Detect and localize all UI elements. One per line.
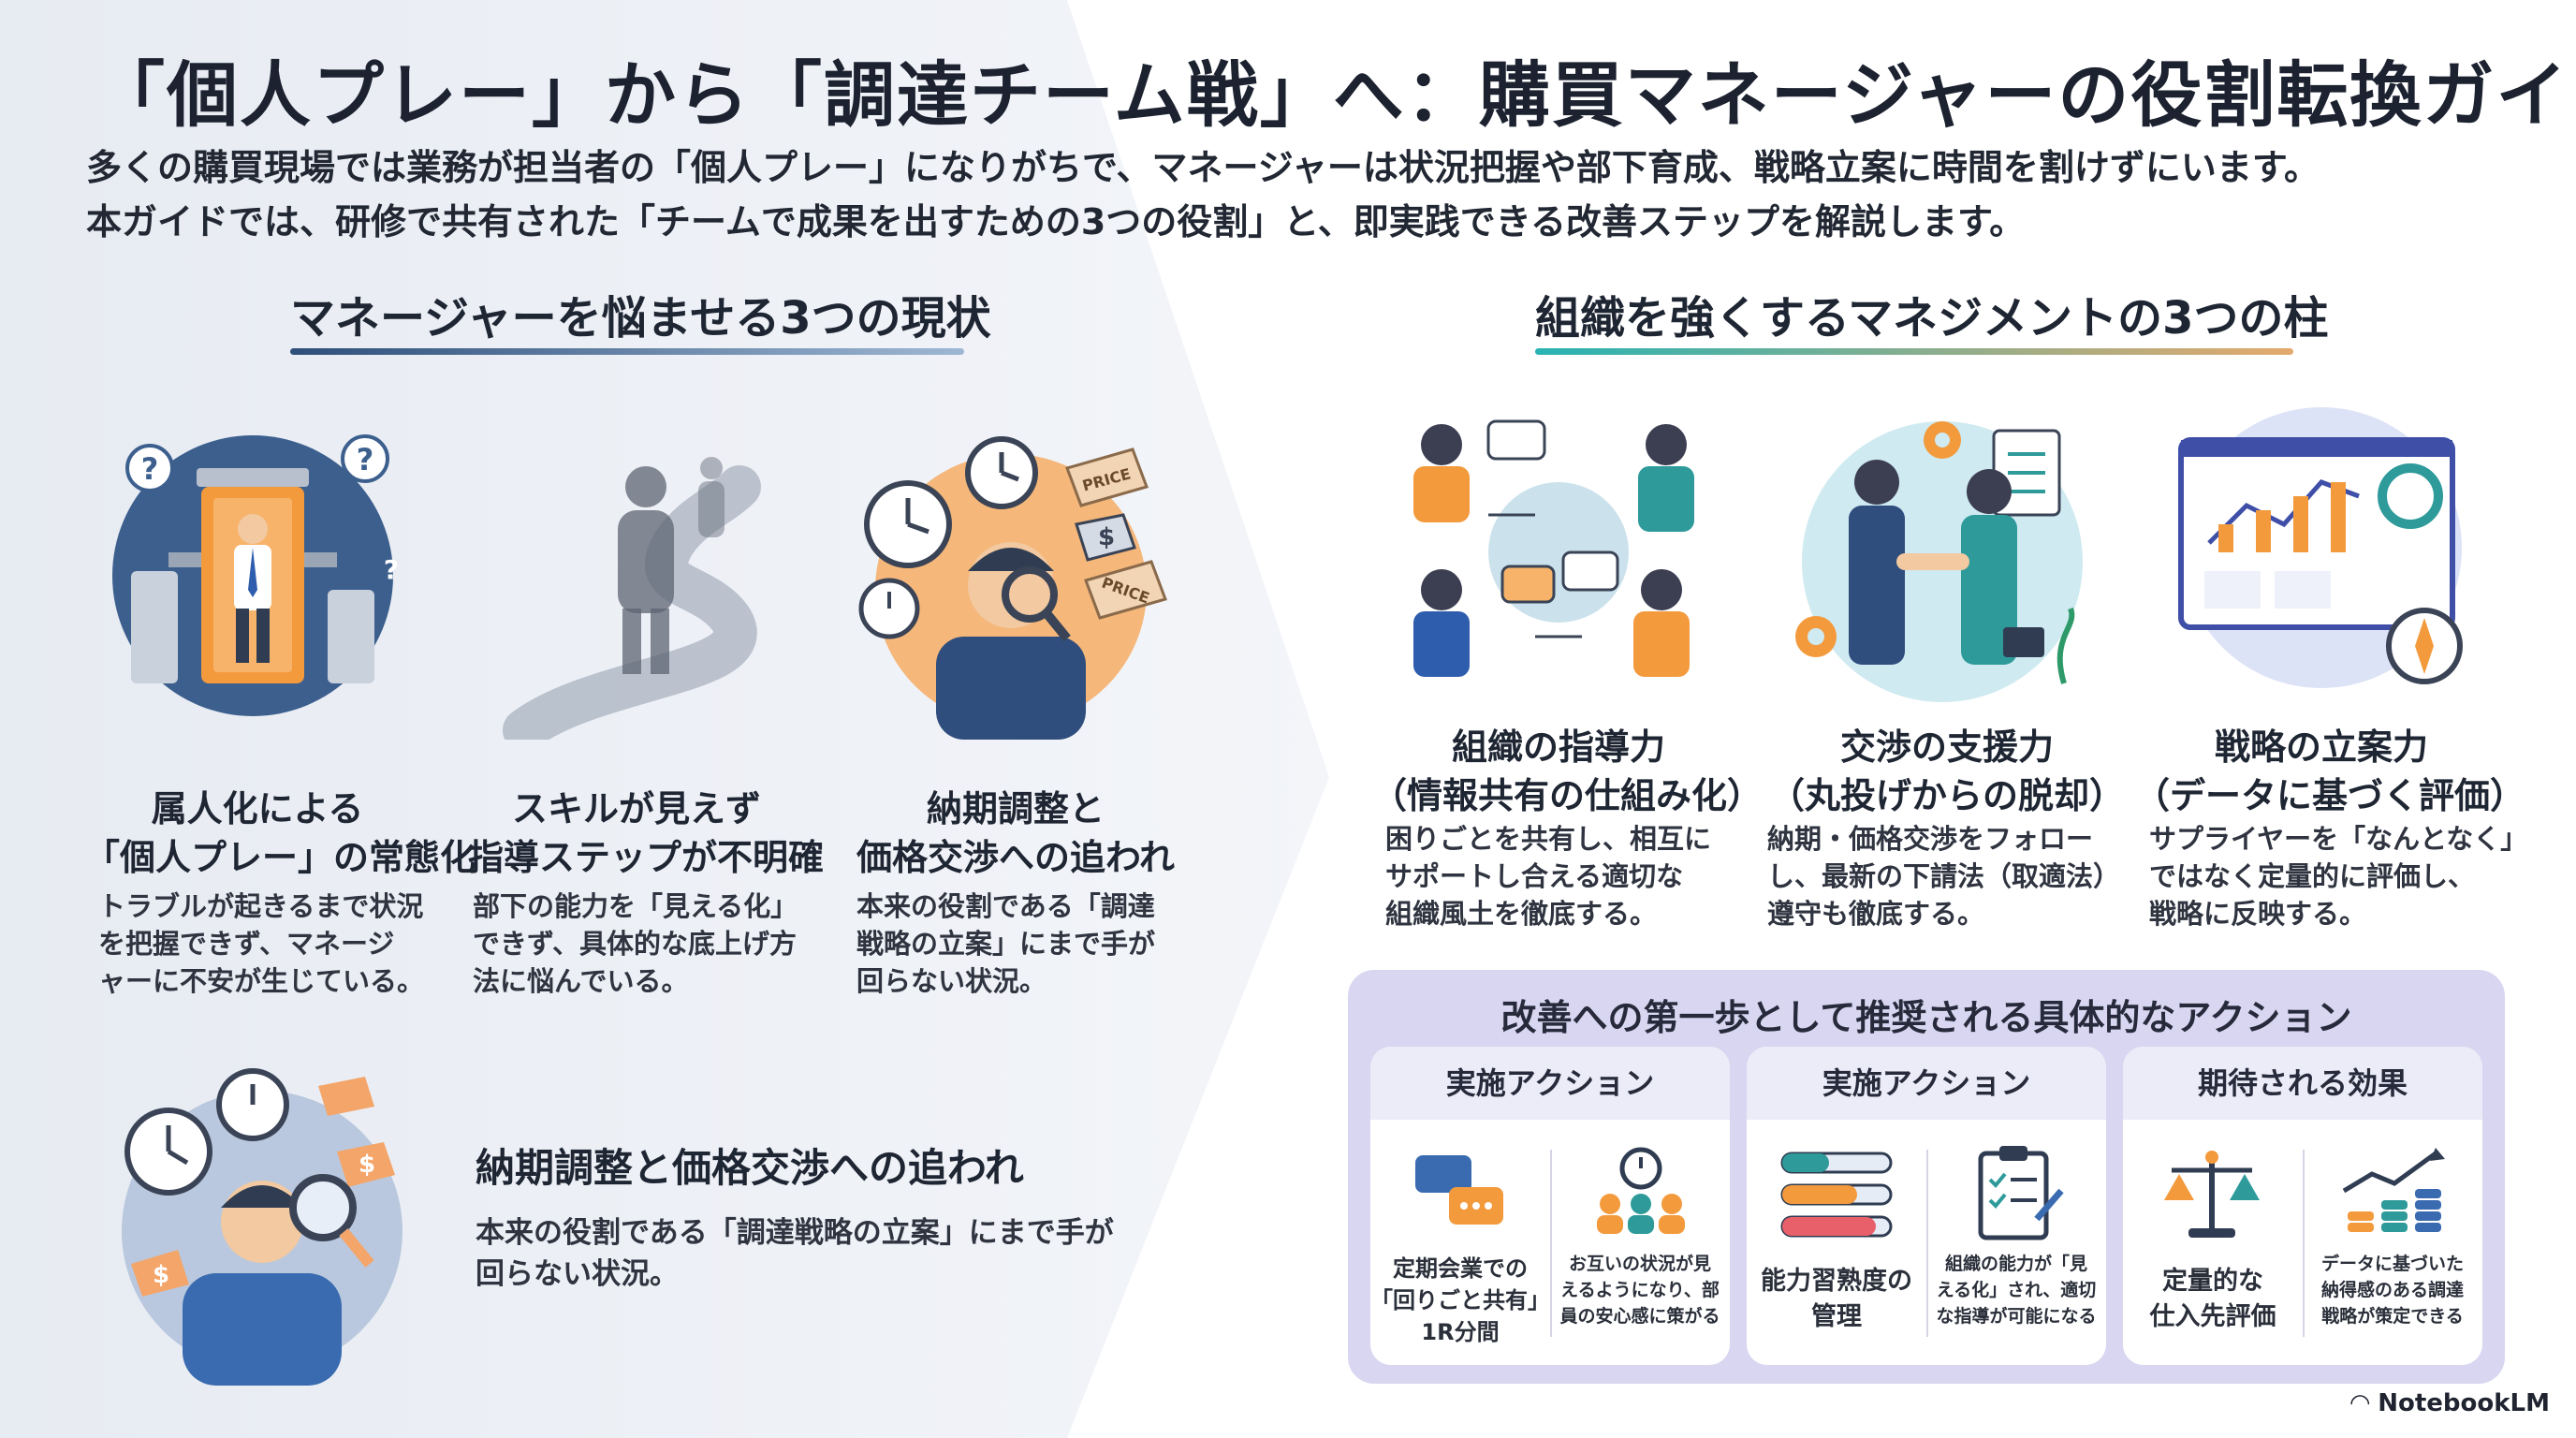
chat-bubble-icon — [1561, 550, 1619, 592]
person-icon — [1638, 424, 1694, 532]
problem-2-body: 部下の能力を「見える化」 できず、具体的な底上げ方 法に悩んでいる。 — [473, 890, 798, 997]
svg-text:$: $ — [1098, 523, 1115, 551]
action-card-3-right-text: データに基づいた 納得感のある調達 戦略が策定できる — [2320, 1254, 2464, 1327]
intro-line-1: 多くの購買現場では業務が担当者の「個人プレー」になりがちで、マネージャーは状況把… — [86, 147, 2320, 188]
intro-text: 多くの購買現場では業務が担当者の「個人プレー」になりがちで、マネージャーは状況把… — [86, 140, 2539, 249]
pillar-2-title: 交渉の支援力 （丸投げからの脱却） — [1768, 726, 2125, 816]
skill-level-bars-icon — [1780, 1152, 1893, 1238]
dollar-tag-icon: $ — [337, 1142, 395, 1187]
clock-icon — [858, 578, 920, 639]
action-card-2-left: 能力習熟度の 管理 — [1747, 1131, 1926, 1356]
action-card-2-right: 組織の能力が「見 える化」され、適切 な指導が可能になる — [1926, 1131, 2106, 1356]
pillar-3-title: 戦略の立案力 （データに基づく評価） — [2134, 726, 2526, 816]
action-card-1-right-text: お互いの状況が見 えるようになり、部 員の安心感に策がる — [1559, 1254, 1720, 1327]
notebooklm-logo: ◠ NotebookLM — [2350, 1389, 2550, 1417]
problems-title-underline — [290, 348, 964, 355]
deadline-pressure-illustration: $ $ — [122, 1068, 402, 1386]
chat-bubbles-icon — [1415, 1155, 1503, 1225]
price-tag-icon: PRICE — [1065, 448, 1149, 507]
action-card-1-head: 実施アクション — [1370, 1047, 1730, 1120]
action-card-3-divider — [2303, 1150, 2305, 1337]
action-card-2-left-text: 能力習熟度の 管理 — [1761, 1267, 1912, 1331]
svg-text:?: ? — [357, 442, 374, 477]
data-dashboard-illustration — [2178, 407, 2463, 688]
action-panel-title: 改善への第一歩として推奨される具体的なアクション — [1500, 997, 2352, 1038]
problem-1-title: 属人化による 「個人プレー」の常態化 — [84, 788, 476, 878]
pillar-1-body: 困りごとを共有し、相互に サポートし合える適切な 組織風土を徹底する。 — [1385, 823, 1712, 930]
isolated-worker-illustration: ? ? ? — [112, 434, 399, 716]
compass-icon — [2386, 608, 2463, 684]
notebooklm-logo-icon: ◠ — [2350, 1389, 2378, 1417]
question-mark-icon — [341, 434, 389, 483]
price-tag-icon: PRICE — [1084, 560, 1167, 620]
person-icon — [1961, 469, 2017, 665]
svg-text:?: ? — [384, 554, 399, 585]
action-card-1-left: 定期会業での 「回りごと共有」 1R分間 — [1370, 1131, 1550, 1356]
chat-bubble-icon — [1500, 565, 1556, 604]
person-icon — [1633, 569, 1690, 677]
magnifier-icon — [289, 1174, 357, 1241]
svg-text:?: ? — [141, 451, 159, 487]
problem-2-title: スキルが見えず 指導ステップが不明確 — [468, 788, 825, 878]
clock-icon — [864, 480, 952, 568]
action-card-1: 実施アクション 定期会業での 「回りごと共有」 1R分間 — [1370, 1047, 1730, 1365]
action-card-3-head: 期待される効果 — [2123, 1047, 2482, 1120]
pillar-3-body: サプライヤーを「なんとなく」 ではなく定量的に評価し、 戦略に反映する。 — [2149, 823, 2528, 930]
svg-text:$: $ — [153, 1261, 169, 1289]
action-card-3-right: データに基づいた 納得感のある調達 戦略が策定できる — [2303, 1131, 2482, 1356]
pillars-section-title: 組織を強くするマネジメントの3つの柱 — [1535, 292, 2329, 345]
problems-section-title: マネージャーを悩ませる3つの現状 — [290, 292, 991, 345]
svg-text:$: $ — [359, 1151, 375, 1179]
featured-problem-title: 納期調整と価格交渉への追われ — [476, 1145, 1024, 1191]
team-clock-icon — [1597, 1147, 1685, 1234]
clock-icon — [216, 1068, 289, 1141]
negotiation-support-illustration — [1795, 421, 2083, 702]
clock-icon — [965, 436, 1038, 509]
gear-icon — [1924, 421, 1961, 459]
gear-icon — [1795, 616, 1837, 657]
featured-problem-body: 本来の役割である「調達戦略の立案」にまで手が 回らない状況。 — [476, 1216, 1114, 1291]
dollar-tag-icon: $ — [1075, 513, 1136, 562]
action-card-3-left: 定量的な 仕入先評価 — [2123, 1131, 2303, 1356]
person-icon — [1413, 569, 1470, 677]
action-card-3: 期待される効果 定量的な 仕入先評価 — [2123, 1047, 2482, 1365]
problem-3-body: 本来の役割である「調達 戦略の立案」にまで手が 回らない状況。 — [856, 890, 1156, 997]
person-icon — [1413, 424, 1470, 522]
stressed-manager-illustration: PRICE PRICE $ — [858, 436, 1167, 740]
action-card-1-left-text: 定期会業での 「回りごと共有」 1R分間 — [1370, 1255, 1550, 1345]
action-card-2-divider — [1926, 1150, 1928, 1337]
person-icon — [1849, 460, 1905, 665]
dollar-tag-icon: $ — [131, 1250, 189, 1297]
chat-bubble-icon — [1486, 419, 1546, 461]
clock-icon — [124, 1108, 212, 1196]
action-card-1-right: お互いの状況が見 えるようになり、部 員の安心感に策がる — [1550, 1131, 1730, 1356]
intro-line-2: 本ガイドでは、研修で共有された「チームで成果を出すための3つの役割」と、即実践で… — [86, 201, 2026, 242]
price-tag-icon — [318, 1077, 374, 1116]
action-card-3-left-text: 定量的な 仕入先評価 — [2149, 1267, 2276, 1331]
growth-coins-icon — [2342, 1148, 2445, 1232]
pillars-title-underline — [1535, 348, 2293, 355]
pillar-2-body: 納期・価格交渉をフォロー し、最新の下請法（取適法） 遵守も徹底する。 — [1767, 823, 2121, 930]
problem-1-body: トラブルが起きるまで状況 を把握できず、マネージ ャーに不安が生じている。 — [98, 890, 425, 997]
balance-scale-icon — [2164, 1151, 2260, 1238]
problem-3-title: 納期調整と 価格交渉への追われ — [856, 788, 1176, 878]
team-communication-illustration — [1413, 419, 1694, 677]
clipboard-checklist-icon — [1978, 1146, 2064, 1240]
action-card-2: 実施アクション 能力習熟度の 管理 — [1747, 1047, 2106, 1365]
action-card-1-divider — [1550, 1150, 1552, 1337]
pillar-1-title: 組織の指導力 （情報共有の仕組み化） — [1371, 726, 1764, 816]
unclear-path-illustration — [503, 457, 761, 740]
action-card-2-right-text: 組織の能力が「見 える化」され、適切 な指導が可能になる — [1936, 1254, 2097, 1327]
action-panel: 改善への第一歩として推奨される具体的なアクション 実施アクション 定期会業での … — [1348, 970, 2505, 1384]
action-card-2-head: 実施アクション — [1747, 1047, 2106, 1120]
page-title: 「個人プレー」から「調達チーム戦」へ：購買マネージャーの役割転換ガイド — [94, 53, 2576, 137]
magnifier-icon — [1002, 566, 1058, 623]
question-mark-icon — [125, 444, 174, 492]
